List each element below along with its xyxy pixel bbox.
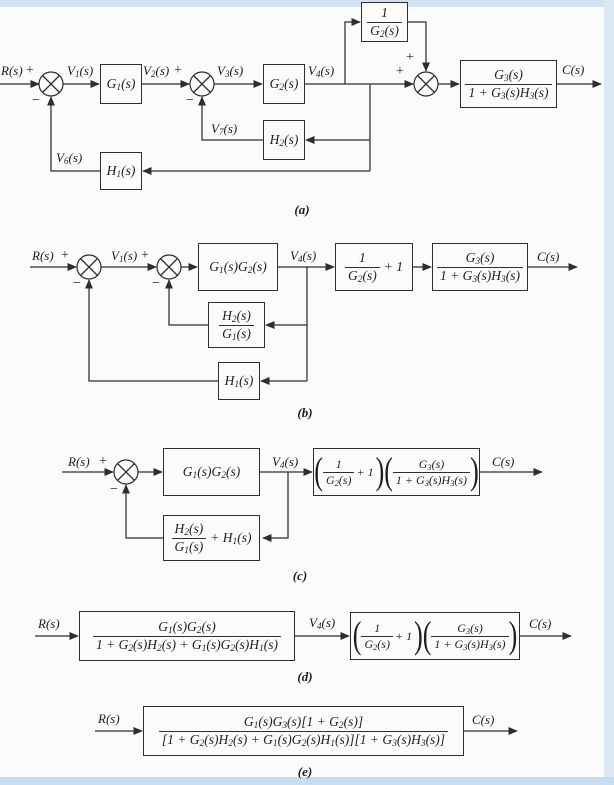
diagram-c-wiring [62, 459, 543, 542]
block-h2-a-label: H2(s) [269, 131, 299, 149]
block-transfer-e: G1(s)G3(s)[1 + G2(s)] [1 + G2(s)H2(s) + … [143, 706, 464, 756]
signal-v4-a: V4(s) [308, 63, 335, 79]
product-mid-d: + 1 [394, 628, 413, 643]
block-h1-a: H1(s) [100, 152, 142, 190]
h2-over-g1-fraction-b: H2(s) G1(s) [219, 308, 254, 342]
inv-g2-fraction-b: 1 G2(s) [345, 250, 380, 284]
product-f1-d: 1 G2(s) [361, 621, 393, 651]
block-g1-a: G1(s) [100, 64, 142, 104]
block-g1g2-b-label: G1(s)G2(s) [209, 258, 267, 276]
block-h2-over-g1-b: H2(s) G1(s) [208, 302, 265, 348]
signal-c-c: C(s) [492, 454, 515, 469]
inv-g2-fraction: 1 G2(s) [367, 5, 402, 39]
diagram-a-wiring [0, 18, 602, 175]
signal-v4-b: V4(s) [290, 248, 317, 264]
page-edge-top [0, 0, 614, 7]
open-paren: ( [422, 614, 432, 657]
sum1-minus-b: − [73, 276, 81, 291]
sum-minus-c: − [110, 482, 118, 497]
feedback-suffix-c: + H1(s) [210, 529, 252, 547]
signal-r-b: R(s) [32, 248, 54, 263]
block-forward-d: G1(s)G2(s) 1 + G2(s)H2(s) + G1(s)G2(s)H1… [79, 611, 295, 661]
caption-d: (d) [297, 669, 313, 684]
block-g1-a-label: G1(s) [106, 75, 136, 93]
block-g3-loop-b: G3(s) 1 + G3(s)H3(s) [432, 243, 528, 291]
signal-c-d: C(s) [529, 616, 552, 631]
signal-v7-a: V7(s) [211, 121, 238, 137]
sum-plus-c: + [99, 454, 107, 469]
signal-v4-d: V4(s) [309, 615, 336, 631]
caption-a: (a) [294, 202, 310, 217]
signal-c-b: C(s) [537, 249, 560, 264]
open-paren: ( [352, 614, 362, 657]
product-mid-c: + 1 [356, 464, 374, 479]
plus-one-suffix-b: + 1 [383, 258, 403, 274]
signal-c-a: C(s) [562, 62, 585, 77]
caption-c: (c) [292, 568, 308, 583]
signal-v6-a: V6(s) [56, 150, 83, 166]
product-f2-c: G3(s) 1 + G3(s)H3(s) [392, 457, 471, 487]
signal-r-a: R(s) [1, 63, 23, 78]
block-g2-a: G2(s) [263, 64, 305, 104]
signal-v4-c: V4(s) [272, 454, 299, 470]
signal-r-e: R(s) [98, 711, 120, 726]
forward-fraction-d: G1(s)G2(s) 1 + G2(s)H2(s) + G1(s)G2(s)H1… [92, 619, 282, 653]
page-edge-right [604, 0, 614, 785]
product-f1-c: 1 G2(s) [322, 457, 355, 487]
sum3-top-plus-a: + [406, 50, 414, 65]
sum2-minus-b: − [152, 276, 160, 291]
close-paren: ) [414, 614, 423, 657]
signal-v1-b: V1(s) [111, 248, 138, 264]
open-paren: ( [384, 450, 393, 493]
block-g1g2-c-label: G1(s)G2(s) [182, 463, 241, 481]
sum1-plus-b: + [61, 248, 69, 263]
caption-b: (b) [297, 405, 313, 420]
block-inv-g2-plus1-b: 1 G2(s) + 1 [335, 243, 413, 291]
sum1-minus-a: − [32, 93, 40, 108]
transfer-fraction-e: G1(s)G3(s)[1 + G2(s)] [1 + G2(s)H2(s) + … [158, 714, 449, 748]
sum1-plus-a: + [26, 63, 34, 78]
caption-e: (e) [297, 764, 313, 779]
g3-loop-fraction-a: G3(s) 1 + G3(s)H3(s) [465, 67, 552, 101]
block-g2-a-label: G2(s) [269, 75, 299, 93]
close-paren: ) [470, 450, 479, 493]
block-inv-g2-a: 1 G2(s) [361, 2, 408, 42]
signal-v3-a: V3(s) [217, 63, 244, 79]
block-g1g2-c: G1(s)G2(s) [163, 448, 260, 496]
block-feedback-c: H2(s) G1(s) + H1(s) [163, 515, 260, 561]
block-g3-loop-a: G3(s) 1 + G3(s)H3(s) [460, 60, 557, 108]
block-product-d: ( 1 G2(s) + 1 ) ( G3(s) 1 + G3(s)H3(s) ) [350, 612, 520, 660]
signal-v2-a: V2(s) [143, 63, 170, 79]
diagram-b-wiring [30, 254, 578, 385]
block-h2-a: H2(s) [263, 120, 305, 160]
close-paren: ) [375, 450, 385, 493]
feedback-fraction-c: H2(s) G1(s) [171, 521, 207, 555]
sum2-minus-a: − [186, 93, 194, 108]
product-f2-d: G3(s) 1 + G3(s)H3(s) [431, 621, 509, 651]
block-product-c: ( 1 G2(s) + 1 ) ( G3(s) 1 + G3(s)H3(s) ) [313, 448, 480, 496]
block-h1-a-label: H1(s) [106, 162, 136, 180]
sum2-plus-a: + [174, 63, 182, 78]
block-h1-b-label: H1(s) [224, 372, 254, 390]
signal-r-c: R(s) [68, 454, 90, 469]
close-paren: ) [508, 614, 518, 657]
sum3-plus-a: + [396, 64, 404, 79]
open-paren: ( [314, 450, 323, 493]
page-edge-bottom [0, 777, 614, 785]
signal-c-e: C(s) [472, 712, 495, 727]
signal-v1-a: V1(s) [67, 63, 94, 79]
block-h1-b: H1(s) [218, 362, 260, 400]
sum2-plus-b: + [141, 248, 149, 263]
block-g1g2-b: G1(s)G2(s) [198, 243, 278, 291]
g3-loop-fraction-b: G3(s) 1 + G3(s)H3(s) [436, 250, 524, 284]
signal-r-d: R(s) [38, 616, 60, 631]
